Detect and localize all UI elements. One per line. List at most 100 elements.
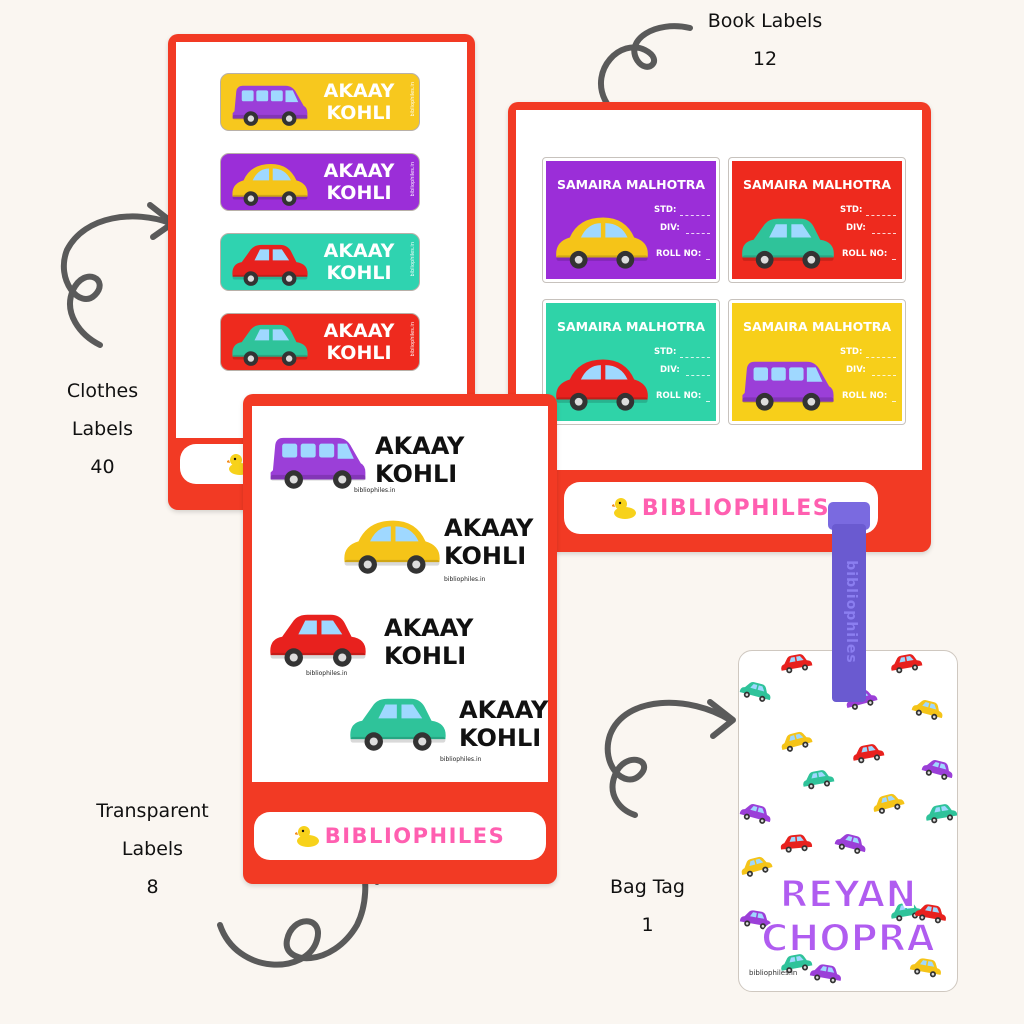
pattern-car-icon bbox=[873, 793, 905, 814]
strap-text: bibliophiles bbox=[843, 560, 859, 664]
clothes-label-line2: KOHLI bbox=[326, 342, 392, 364]
pattern-car-icon bbox=[853, 744, 885, 764]
clothes-label-website: bibliophiles.in bbox=[410, 162, 416, 197]
bag-tag-strap: bibliophiles bbox=[828, 502, 870, 702]
transparent-label-line2: KOHLI bbox=[459, 724, 542, 752]
book-label-field-line bbox=[892, 401, 896, 402]
pattern-car-icon bbox=[781, 654, 813, 674]
transparent-label-website: bibliophiles.in bbox=[354, 487, 396, 494]
bag-tag: REYAN CHOPRA bibliophiles.in bbox=[738, 650, 958, 992]
transparent-label-line1: AKAAY bbox=[459, 696, 549, 724]
car-icon bbox=[742, 218, 834, 269]
transparent-label-line2: KOHLI bbox=[375, 460, 458, 488]
bag-tag-count: 1 bbox=[641, 914, 654, 936]
brand-name: BIBLIOPHILES bbox=[641, 495, 831, 521]
transparent-labels-count: 8 bbox=[146, 876, 159, 898]
pattern-car-icon bbox=[741, 856, 773, 877]
clothes-label-line2: KOHLI bbox=[326, 262, 392, 284]
clothes-label-website: bibliophiles.in bbox=[410, 322, 416, 357]
book-label-field: ROLL NO: bbox=[842, 249, 888, 259]
clothes-label-line2: KOHLI bbox=[326, 182, 392, 204]
transparent-card-brand-bar: BIBLIOPHILES bbox=[254, 812, 546, 860]
clothes-labels-caption: Clothes Labels 40 bbox=[40, 372, 165, 486]
clothes-label-line2: KOHLI bbox=[326, 102, 392, 124]
car-icon bbox=[556, 217, 648, 269]
pattern-car-icon bbox=[891, 654, 923, 674]
bag-tag-title: Bag Tag bbox=[610, 876, 685, 898]
arrow-to-bag-tag bbox=[604, 699, 736, 818]
transparent-labels-caption: Transparent Labels 8 bbox=[70, 792, 235, 906]
book-label-field-line bbox=[686, 375, 710, 376]
clothes-label-line1: AKAAY bbox=[323, 80, 395, 102]
book-label-field-line bbox=[706, 401, 710, 402]
bag-tag-name-line2: CHOPRA bbox=[760, 916, 936, 961]
book-label-field: ROLL NO: bbox=[656, 391, 702, 401]
book-label-field-line bbox=[680, 215, 710, 216]
book-label-field: DIV: bbox=[660, 223, 680, 233]
car-icon bbox=[266, 608, 370, 674]
pattern-car-icon bbox=[739, 804, 771, 824]
clothes-label-website: bibliophiles.in bbox=[410, 242, 416, 277]
book-label-name: SAMAIRA MALHOTRA bbox=[556, 177, 706, 192]
book-label-field: DIV: bbox=[846, 365, 866, 375]
bag-tag-website: bibliophiles.in bbox=[749, 969, 798, 977]
clothes-label-website: bibliophiles.in bbox=[410, 82, 416, 117]
pattern-car-icon bbox=[921, 760, 953, 780]
book-label-field-line bbox=[892, 259, 896, 260]
bag-tag-name-line1: REYAN bbox=[779, 872, 918, 917]
book-labels-count: 12 bbox=[752, 48, 778, 70]
car-icon bbox=[266, 430, 370, 496]
transparent-label-line1: AKAAY bbox=[384, 614, 474, 642]
pattern-car-icon bbox=[911, 700, 943, 720]
book-label-field-line bbox=[686, 233, 710, 234]
clothes-label-line1: AKAAY bbox=[323, 240, 395, 262]
book-label-name: SAMAIRA MALHOTRA bbox=[742, 319, 892, 334]
book-label-field: STD: bbox=[654, 347, 677, 357]
transparent-label-line2: KOHLI bbox=[384, 642, 467, 670]
book-label-field: STD: bbox=[654, 205, 677, 215]
book-label-field-line bbox=[866, 357, 896, 358]
transparent-labels-title-line2: Labels bbox=[121, 838, 184, 860]
car-icon bbox=[232, 85, 308, 126]
car-icon bbox=[232, 244, 308, 286]
clothes-labels-count: 40 bbox=[90, 456, 115, 478]
book-label-name: SAMAIRA MALHOTRA bbox=[742, 177, 892, 192]
pattern-car-icon bbox=[891, 902, 923, 922]
pattern-car-icon bbox=[780, 834, 813, 853]
car-icon bbox=[346, 692, 450, 758]
book-label-field: DIV: bbox=[846, 223, 866, 233]
book-label-field-line bbox=[866, 215, 896, 216]
brand-name: BIBLIOPHILES bbox=[324, 824, 506, 848]
car-icon bbox=[232, 163, 308, 206]
pattern-car-icon bbox=[909, 958, 941, 978]
clothes-labels-title-line1: Clothes bbox=[66, 380, 139, 402]
pattern-car-icon bbox=[781, 731, 813, 752]
duck-icon bbox=[611, 498, 636, 519]
transparent-labels-title-line1: Transparent bbox=[96, 800, 209, 822]
pattern-car-icon bbox=[926, 804, 957, 824]
book-labels-title: Book Labels bbox=[707, 10, 823, 32]
transparent-label-line1: AKAAY bbox=[444, 514, 534, 542]
car-icon bbox=[232, 324, 308, 366]
book-label-field: STD: bbox=[840, 347, 863, 357]
arrow-to-clothes-labels bbox=[60, 202, 176, 348]
transparent-label-line2: KOHLI bbox=[444, 542, 527, 570]
car-pattern bbox=[739, 654, 957, 984]
clothes-label-line1: AKAAY bbox=[323, 160, 395, 182]
book-label-field-line bbox=[680, 357, 710, 358]
pattern-car-icon bbox=[781, 954, 813, 974]
